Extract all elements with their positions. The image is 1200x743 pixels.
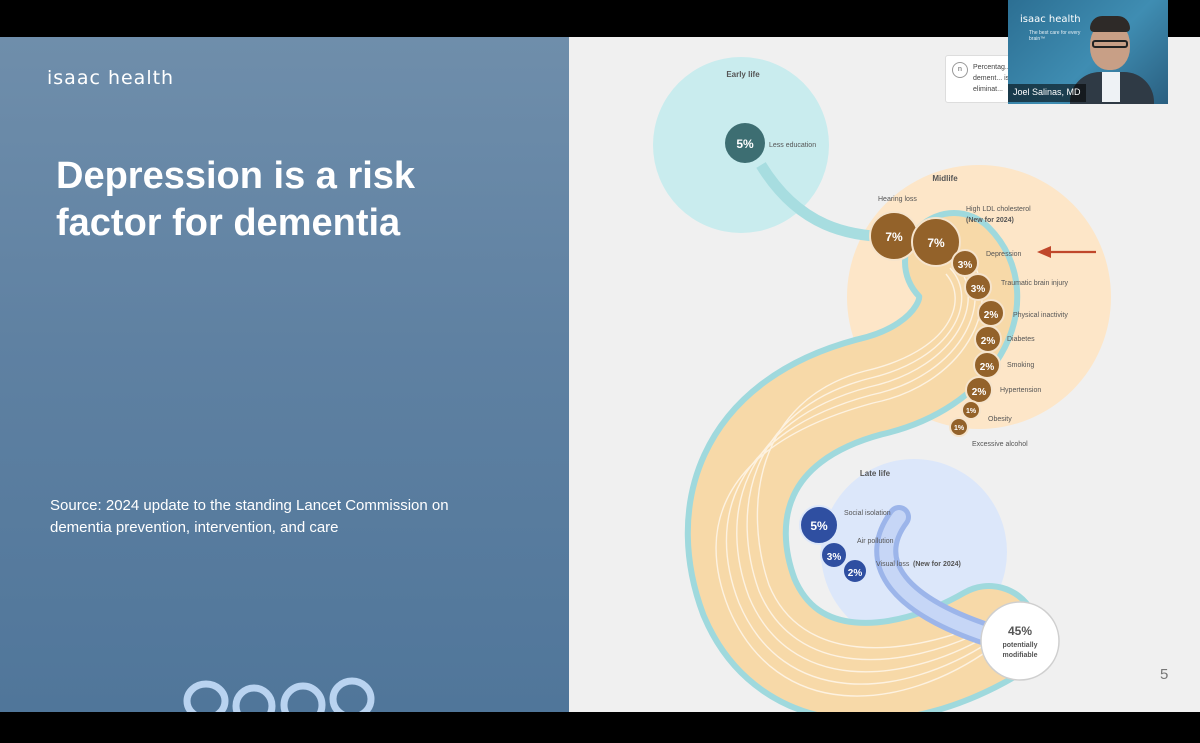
factor-bubble-less-education: [725, 123, 765, 163]
video-logo: isaac health: [1020, 14, 1081, 25]
factor-label: Hypertension: [1000, 387, 1041, 394]
total-line1: potentially: [1002, 642, 1037, 649]
factor-note: (New for 2024): [966, 217, 1014, 224]
factor-label: Diabetes: [1007, 336, 1035, 343]
factor-value: 2%: [972, 387, 987, 398]
factor-value: 2%: [980, 362, 995, 373]
total-line2: modifiable: [1002, 652, 1037, 659]
isaac-health-logo: isaac health: [47, 67, 174, 89]
factor-label: Traumatic brain injury: [1001, 280, 1069, 287]
factor-label: Depression: [986, 251, 1022, 258]
factor-bubble-obesity: [961, 400, 981, 420]
factor-label: Obesity: [988, 416, 1012, 423]
factor-bubble-hypertension: [965, 376, 993, 404]
legend-symbol: n: [952, 62, 968, 78]
factor-value: 1%: [966, 408, 977, 415]
factor-bubble-depression: [951, 249, 979, 277]
total-modifiable-bubble: [980, 601, 1060, 681]
factor-bubble-excessive-alcohol: [949, 417, 969, 437]
factor-bubble-social-isolation: [799, 505, 839, 545]
factor-label: Less education: [769, 142, 816, 149]
legend-text: Percentag... of dement... is eliminat...: [973, 64, 1019, 93]
page-number: 5: [1160, 666, 1169, 683]
midlife-factors: 7% Hearing loss 7% High LDL cholesterol …: [869, 196, 1069, 448]
logo-text: isaac health: [47, 67, 175, 89]
slide-title-panel: isaac health Depression is a risk factor…: [0, 37, 569, 712]
source-citation: Source: 2024 update to the standing Lanc…: [50, 497, 449, 536]
factor-bubble-tbi: [964, 273, 992, 301]
midlife-label: Midlife: [932, 174, 958, 183]
early-life-label: Early life: [726, 70, 760, 79]
video-tagline: The best care for every brain™: [1029, 30, 1081, 42]
factor-value: 7%: [927, 236, 945, 250]
factor-value: 2%: [984, 310, 999, 321]
late-life-factors: 5% Social isolation 3% Air pollution 2% …: [799, 505, 961, 584]
factor-bubble-visual-loss: [842, 558, 868, 584]
total-value: 45%: [1008, 624, 1032, 638]
factor-value: 3%: [827, 552, 842, 563]
factor-value: 2%: [981, 336, 996, 347]
factor-value: 7%: [885, 230, 903, 244]
participant-video-tile[interactable]: isaac health The best care for every bra…: [1008, 0, 1168, 104]
factor-note: (New for 2024): [913, 561, 961, 568]
factor-value: 3%: [958, 260, 973, 271]
factor-bubble-smoking: [973, 351, 1001, 379]
factor-label: High LDL cholesterol: [966, 206, 1031, 213]
stream-lines: [715, 249, 994, 697]
factor-label: Smoking: [1007, 362, 1034, 369]
factor-label: Visual loss: [876, 561, 910, 568]
factor-label: Physical inactivity: [1013, 312, 1068, 319]
factor-value: 5%: [810, 519, 828, 533]
factor-value: 2%: [848, 568, 863, 579]
factor-label: Hearing loss: [878, 196, 917, 203]
factor-bubble-air-pollution: [820, 541, 848, 569]
risk-factor-figure: Early life Midlife Late life 5% Less edu…: [653, 57, 1111, 712]
annotation-arrow-icon: [1037, 246, 1096, 258]
late-life-label: Late life: [860, 469, 891, 478]
factor-label: Excessive alcohol: [972, 441, 1028, 448]
factor-value: 3%: [971, 284, 986, 295]
participant-name: Joel Salinas, MD: [1008, 84, 1086, 102]
lancet-figure-panel: Early life Midlife Late life 5% Less edu…: [569, 37, 1200, 712]
glasses-icon: [1092, 40, 1128, 48]
decorative-rings: [183, 677, 375, 712]
factor-label: Social isolation: [844, 510, 891, 517]
factor-value: 1%: [954, 425, 965, 432]
factor-value: 5%: [736, 137, 754, 151]
factor-label: Air pollution: [857, 538, 894, 545]
factor-bubble-high-ldl: [911, 217, 961, 267]
slide-title: Depression is a risk factor for dementia: [56, 155, 416, 244]
